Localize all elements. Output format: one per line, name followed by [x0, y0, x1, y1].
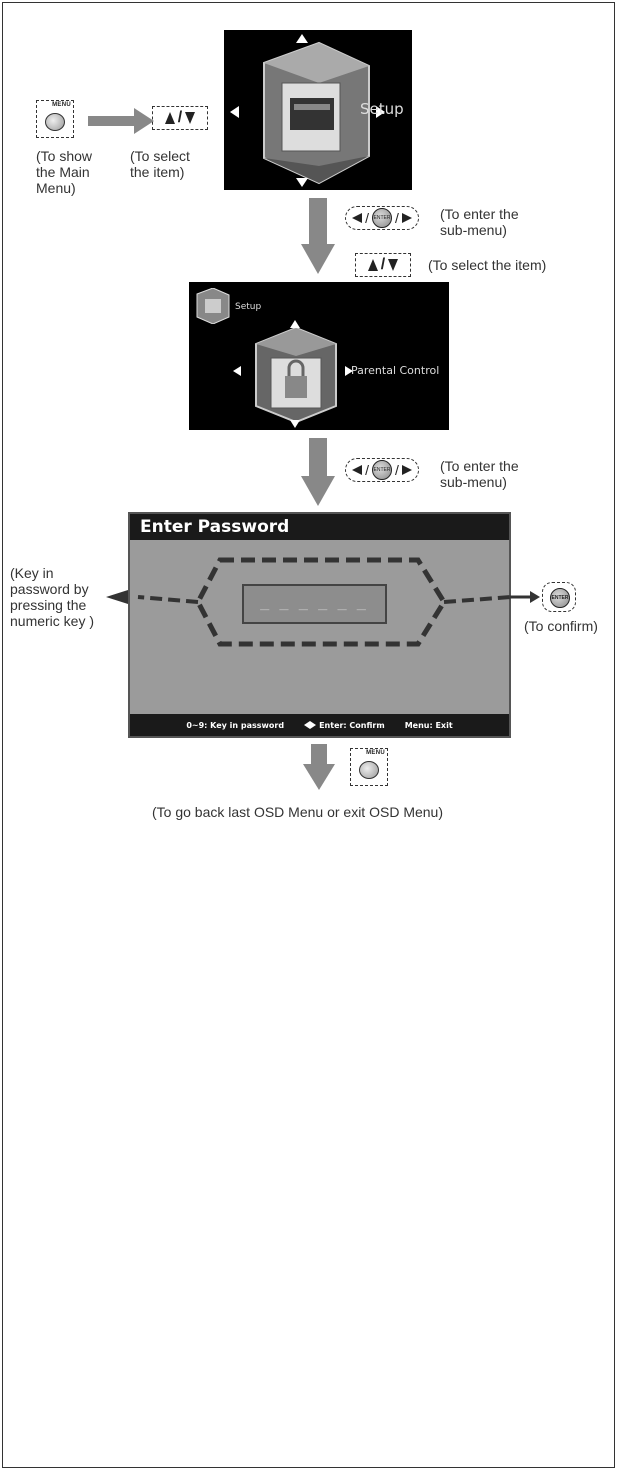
up-arrow-icon — [368, 259, 378, 271]
caption-select-item-2: (To select the item) — [428, 257, 598, 273]
enter-icon: ENTER — [550, 588, 570, 608]
enter-button[interactable]: ENTER — [542, 582, 576, 612]
up-arrow-icon — [296, 34, 308, 43]
down-arrow-icon — [185, 112, 195, 124]
parental-lock-cube-icon — [241, 322, 351, 426]
down-flow-arrow-icon — [303, 744, 335, 790]
up-arrow-icon — [290, 320, 300, 328]
menu-knob-icon — [45, 113, 65, 131]
left-arrow-icon — [233, 366, 241, 376]
left-arrow-icon — [352, 213, 362, 223]
setup-screen: Setup Parental Control — [189, 282, 449, 430]
up-arrow-icon — [165, 112, 175, 124]
right-arrow-icon — [402, 213, 412, 223]
main-menu-item-label: Setup — [360, 100, 404, 118]
caption-enter-submenu-2: (To enter the sub-menu) — [440, 458, 590, 490]
menu-button[interactable]: MENU — [36, 100, 74, 138]
down-flow-arrow-icon — [301, 438, 335, 506]
down-arrow-icon — [296, 178, 308, 187]
left-arrow-icon — [230, 106, 239, 118]
down-flow-arrow-icon — [301, 198, 335, 274]
enter-icon: ENTER — [372, 460, 392, 480]
setup-header-label: Setup — [235, 302, 261, 312]
right-arrow-icon — [88, 108, 154, 134]
setup-small-icon — [193, 288, 231, 324]
caption-key-in: (Key in password by pressing the numeric… — [10, 565, 125, 629]
left-enter-right-button[interactable]: / ENTER / — [345, 206, 419, 230]
left-enter-right-button[interactable]: / ENTER / — [345, 458, 419, 482]
caption-go-back: (To go back last OSD Menu or exit OSD Me… — [152, 804, 552, 820]
menu-button[interactable]: MENU — [350, 748, 388, 786]
up-down-button[interactable]: / — [355, 253, 411, 277]
down-arrow-icon — [388, 259, 398, 271]
left-arrow-icon — [352, 465, 362, 475]
setup-cube-icon — [244, 38, 374, 188]
parental-control-label: Parental Control — [351, 364, 439, 377]
right-arrow-icon — [402, 465, 412, 475]
enter-icon: ENTER — [372, 208, 392, 228]
right-pointer-arrow-icon — [510, 590, 540, 604]
main-menu-screen: Setup — [224, 30, 412, 190]
caption-enter-submenu: (To enter the sub-menu) — [440, 206, 590, 238]
down-arrow-icon — [290, 420, 300, 428]
up-down-button[interactable]: / — [152, 106, 208, 130]
caption-show-main-menu: (To show the Main Menu) — [36, 148, 116, 196]
caption-confirm: (To confirm) — [524, 618, 618, 634]
caption-select-item: (To select the item) — [130, 148, 220, 180]
menu-knob-icon — [359, 761, 379, 779]
